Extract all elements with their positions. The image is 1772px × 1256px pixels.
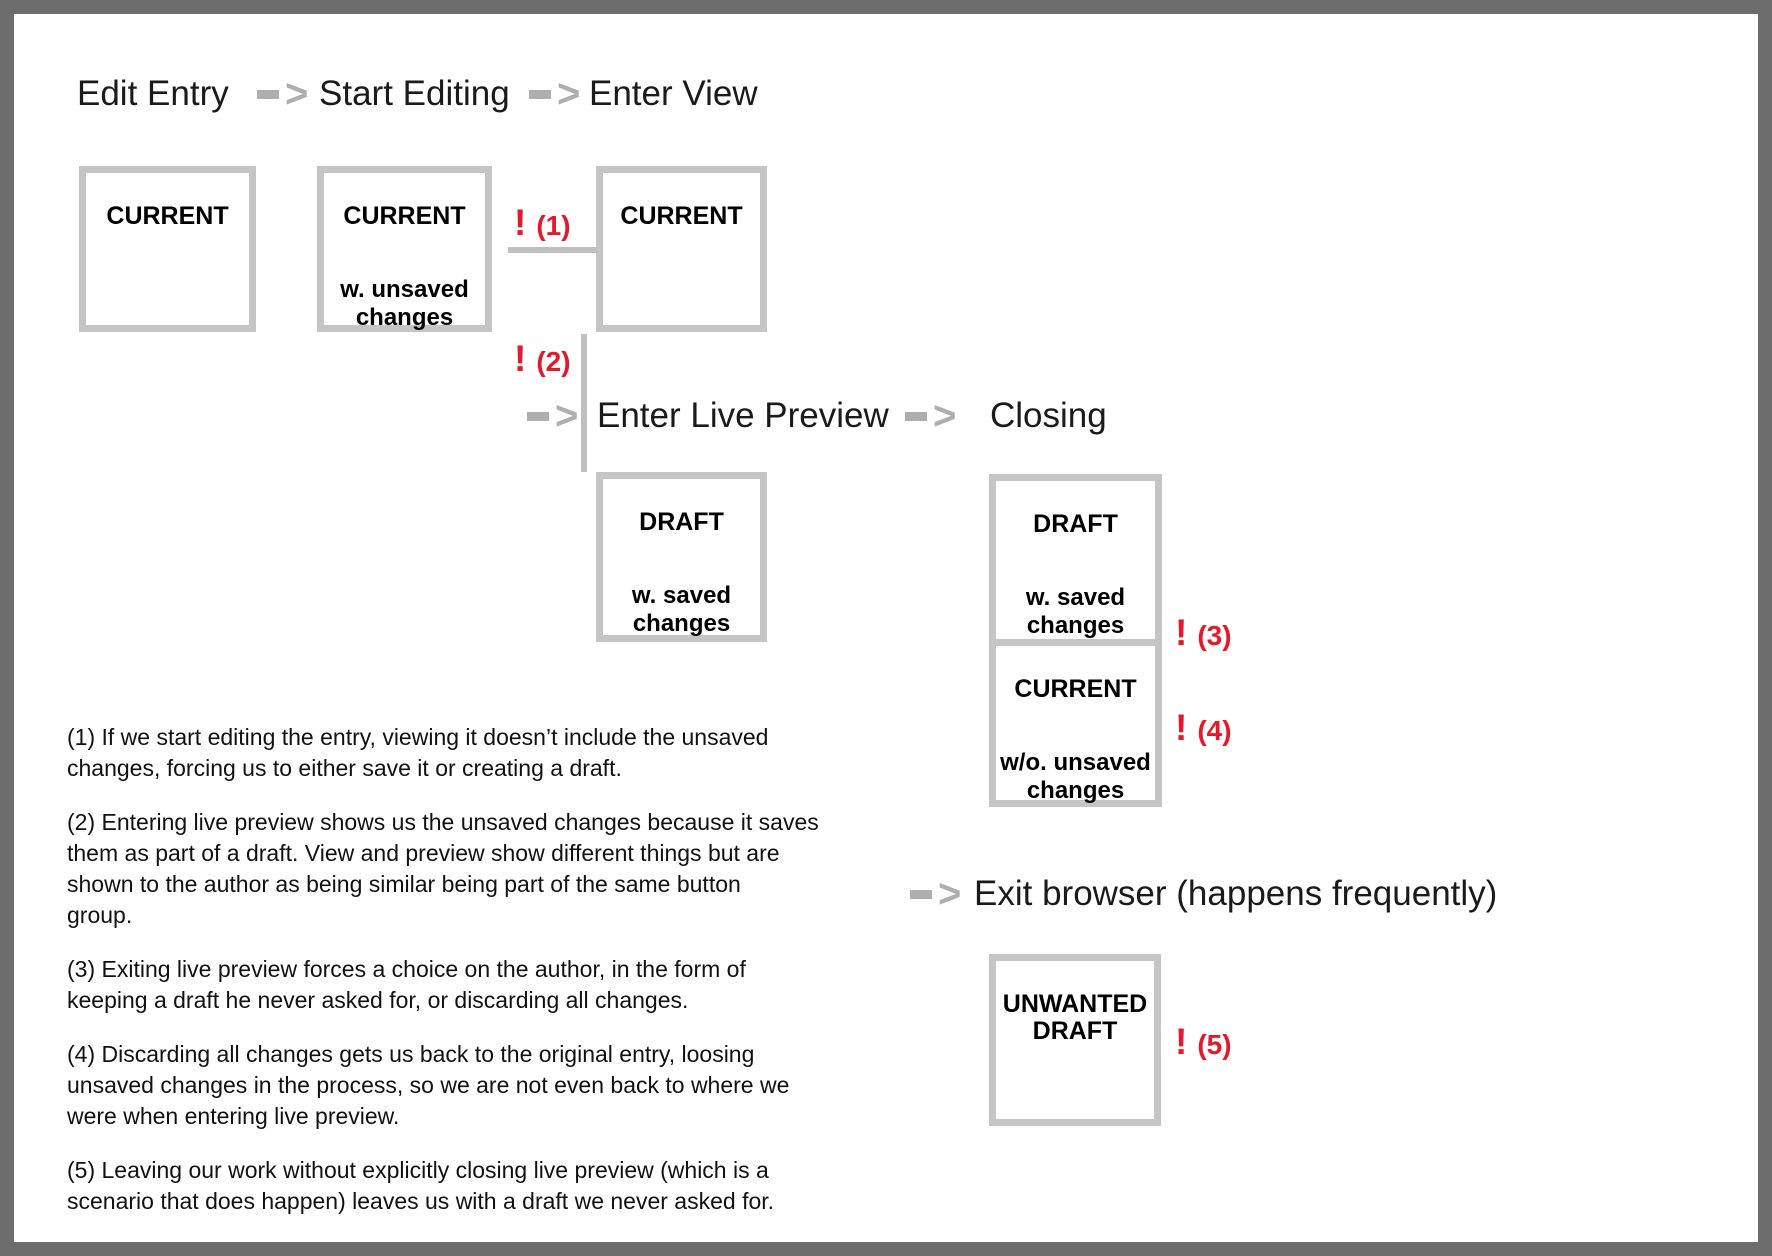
alert-4: ! (4): [1175, 707, 1232, 749]
note-paragraph-5: (5) Leaving our work without explicitly …: [67, 1155, 857, 1217]
footnotes: (1) If we start editing the entry, viewi…: [67, 722, 857, 1240]
box-title: CURRENT: [106, 202, 229, 230]
flow-step-exit-browser: Exit browser (happens frequently): [974, 874, 1498, 913]
exclamation-icon: !: [1175, 612, 1188, 653]
flow-step-enter-view: Enter View: [589, 74, 758, 113]
note-line: scenario that does happen) leaves us wit…: [67, 1188, 775, 1214]
exclamation-icon: !: [1175, 707, 1188, 748]
note-line: were when entering live preview.: [67, 1103, 400, 1129]
box-title: CURRENT: [1014, 675, 1137, 703]
arrow-head-icon: >: [938, 872, 962, 916]
note-paragraph-3: (3) Exiting live preview forces a choice…: [67, 954, 857, 1016]
arrow-head-icon: >: [285, 72, 309, 116]
alert-number: (4): [1197, 715, 1232, 746]
box-subtitle: w/o. unsaved changes: [1000, 749, 1151, 804]
alert-number: (1): [536, 210, 571, 241]
arrow-dash-icon: [529, 89, 551, 99]
note-line: changes, forcing us to either save it or…: [67, 755, 622, 781]
flow-step-start-editing: Start Editing: [319, 74, 510, 113]
box-subtitle: w. saved changes: [631, 582, 732, 637]
box-title: CURRENT: [620, 202, 743, 230]
flow-step-closing: Closing: [990, 396, 1107, 435]
note-line: keeping a draft he never asked for, or d…: [67, 987, 689, 1013]
state-box-draft-saved-closing: DRAFT w. saved changes: [996, 481, 1155, 640]
note-paragraph-4: (4) Discarding all changes gets us back …: [67, 1039, 857, 1132]
alert-number: (2): [536, 346, 571, 377]
box-title: DRAFT: [639, 508, 724, 536]
flow-step-edit-entry: Edit Entry: [77, 74, 229, 113]
state-box-draft-saved: DRAFT w. saved changes: [596, 472, 767, 642]
exclamation-icon: !: [514, 338, 527, 379]
state-box-unwanted-draft: UNWANTED DRAFT: [989, 954, 1161, 1126]
connector-line-horizontal: [508, 247, 598, 253]
note-paragraph-1: (1) If we start editing the entry, viewi…: [67, 722, 857, 784]
arrow-icon: >: [527, 394, 578, 438]
state-box-current-2: CURRENT: [596, 166, 767, 332]
note-line: (1) If we start editing the entry, viewi…: [67, 724, 769, 750]
alert-1: ! (1): [514, 202, 571, 244]
alert-3: ! (3): [1175, 612, 1232, 654]
note-line: unsaved changes in the process, so we ar…: [67, 1072, 790, 1098]
arrow-head-icon: >: [557, 72, 581, 116]
arrow-dash-icon: [257, 89, 279, 99]
note-line: (3) Exiting live preview forces a choice…: [67, 956, 746, 982]
arrow-icon: >: [529, 72, 580, 116]
arrow-icon: >: [257, 72, 308, 116]
note-line: them as part of a draft. View and previe…: [67, 840, 780, 866]
arrow-head-icon: >: [933, 394, 957, 438]
arrow-dash-icon: [910, 889, 932, 899]
box-title: CURRENT: [343, 202, 466, 230]
alert-2: ! (2): [514, 338, 571, 380]
flow-step-enter-live-preview: Enter Live Preview: [597, 396, 889, 435]
exclamation-icon: !: [1175, 1021, 1188, 1062]
note-line: (2) Entering live preview shows us the u…: [67, 809, 819, 835]
alert-5: ! (5): [1175, 1021, 1232, 1063]
closing-state-stack: DRAFT w. saved changes CURRENT w/o. unsa…: [989, 474, 1162, 807]
box-subtitle: w. saved changes: [1025, 584, 1126, 639]
box-title: UNWANTED DRAFT: [1002, 990, 1148, 1045]
note-paragraph-2: (2) Entering live preview shows us the u…: [67, 807, 857, 931]
state-box-current-without-unsaved: CURRENT w/o. unsaved changes: [996, 646, 1155, 805]
note-line: group.: [67, 902, 133, 928]
box-title: DRAFT: [1033, 510, 1118, 538]
note-line: (5) Leaving our work without explicitly …: [67, 1157, 769, 1183]
box-subtitle: w. unsaved changes: [340, 276, 469, 331]
alert-number: (5): [1197, 1029, 1232, 1060]
exclamation-icon: !: [514, 202, 527, 243]
arrow-dash-icon: [905, 411, 927, 421]
arrow-head-icon: >: [555, 394, 579, 438]
connector-line-vertical: [581, 334, 587, 472]
arrow-dash-icon: [527, 411, 549, 421]
alert-number: (3): [1197, 620, 1232, 651]
state-box-current-1: CURRENT: [79, 166, 256, 332]
stack-divider: [996, 639, 1155, 646]
state-box-current-unsaved: CURRENT w. unsaved changes: [317, 166, 492, 332]
note-line: (4) Discarding all changes gets us back …: [67, 1041, 755, 1067]
arrow-icon: >: [905, 394, 956, 438]
arrow-icon: >: [910, 872, 961, 916]
note-line: shown to the author as being similar bei…: [67, 871, 741, 897]
